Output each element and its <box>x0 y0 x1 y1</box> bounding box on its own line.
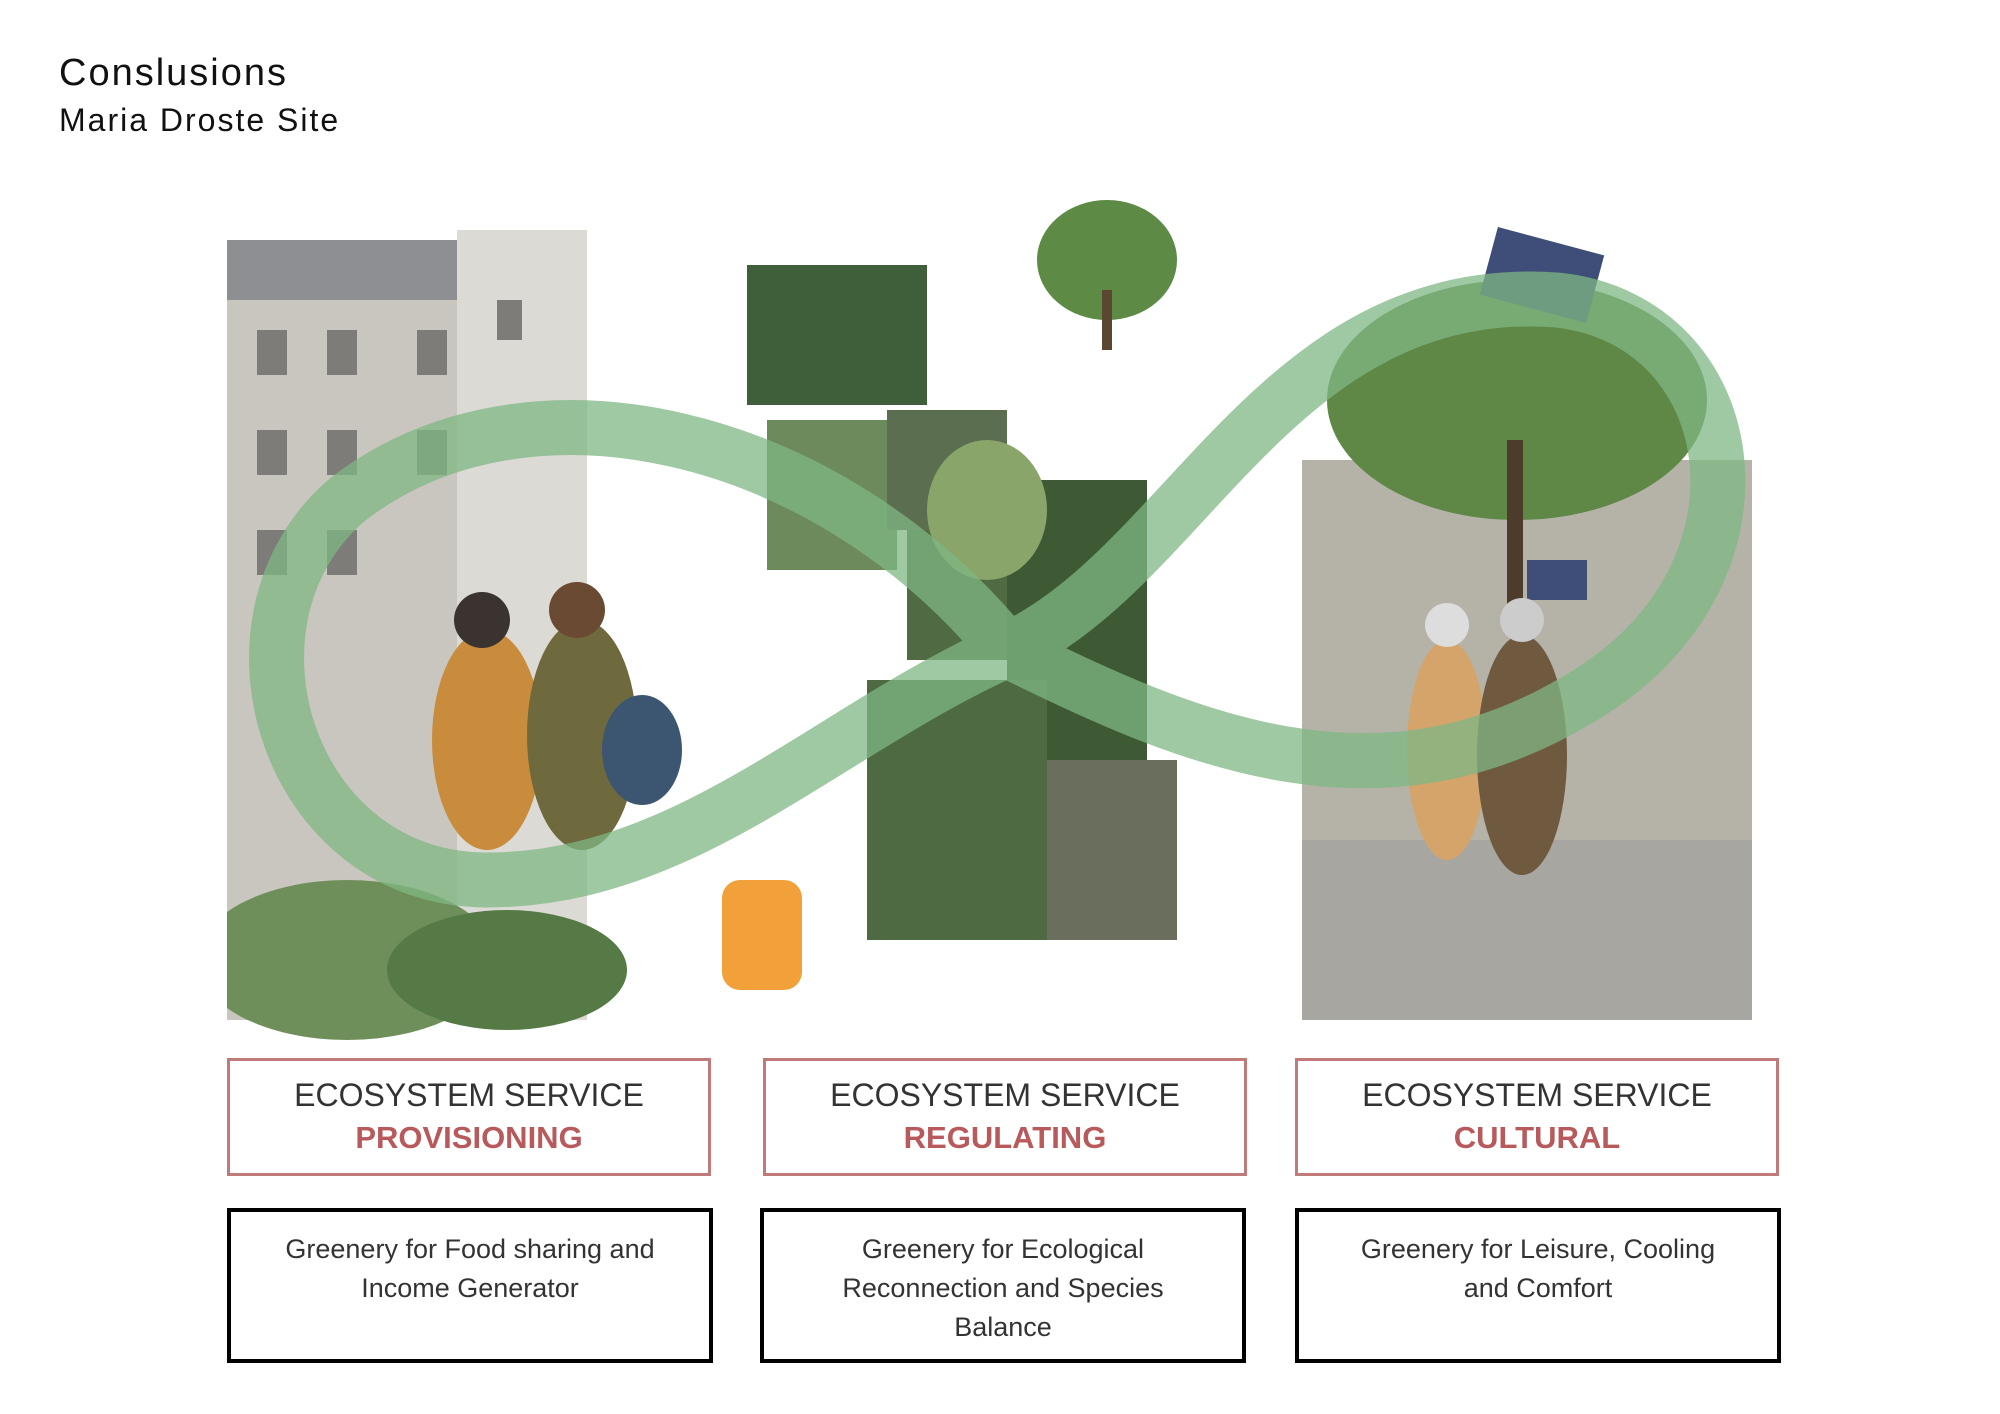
page-subtitle: Maria Droste Site <box>59 102 341 138</box>
service-heading: ECOSYSTEM SERVICE <box>294 1077 644 1113</box>
service-description-cultural: Greenery for Leisure, Cooling and Comfor… <box>1295 1208 1781 1363</box>
honey-jar-image <box>722 880 802 990</box>
service-card-regulating: ECOSYSTEM SERVICE REGULATING <box>763 1058 1247 1176</box>
ecosystem-collage-illustration <box>227 200 1752 1040</box>
service-card-provisioning: ECOSYSTEM SERVICE PROVISIONING <box>227 1058 711 1176</box>
service-description-regulating: Greenery for Ecological Reconnection and… <box>760 1208 1246 1363</box>
greenery-collage-image <box>747 200 1177 940</box>
service-type: PROVISIONING <box>355 1120 583 1155</box>
service-description-provisioning: Greenery for Food sharing and Income Gen… <box>227 1208 713 1363</box>
service-type: CULTURAL <box>1453 1120 1621 1155</box>
service-heading: ECOSYSTEM SERVICE <box>1362 1077 1712 1113</box>
service-card-cultural: ECOSYSTEM SERVICE CULTURAL <box>1295 1058 1779 1176</box>
buildings-image <box>227 230 627 1040</box>
service-heading: ECOSYSTEM SERVICE <box>830 1077 1180 1113</box>
service-type: REGULATING <box>903 1120 1107 1155</box>
page-title: Conslusions <box>59 52 288 94</box>
young-couple-image <box>432 582 682 850</box>
infinity-ribbon <box>249 271 1746 908</box>
